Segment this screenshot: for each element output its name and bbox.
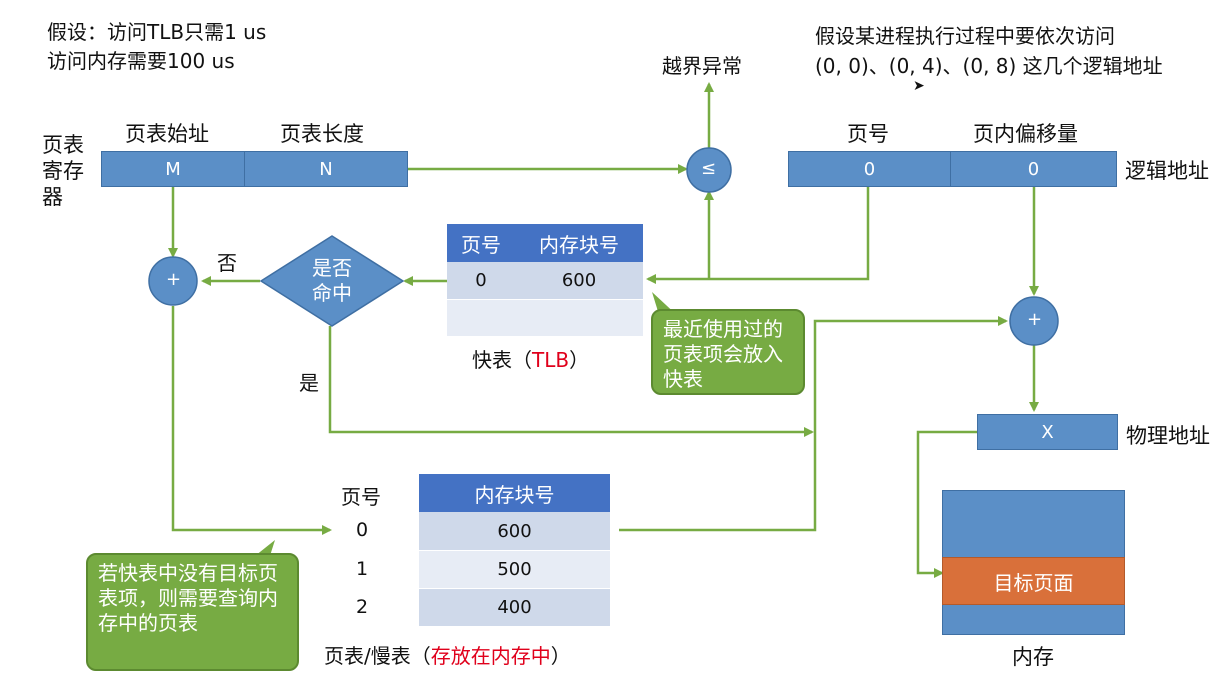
page-table-caption-prefix: 页表/慢表（ <box>324 644 431 668</box>
logical-page-box: 0 <box>788 151 951 187</box>
arrow-page-to-tlb <box>646 186 870 284</box>
page-table-start-box: M <box>101 151 245 187</box>
mouse-cursor-icon: ➤ <box>913 78 925 94</box>
physical-address-caption: 物理地址 <box>1126 424 1210 448</box>
tlb-row-block <box>515 299 643 336</box>
compare-node <box>686 147 732 193</box>
logical-page-label: 页号 <box>847 122 889 146</box>
tlb-row-page: 0 <box>447 262 515 299</box>
right-adder-symbol: + <box>1027 309 1043 330</box>
logical-offset-label: 页内偏移量 <box>973 122 1078 146</box>
memory-caption: 内存 <box>1012 645 1054 669</box>
hit-decision-diamond <box>259 235 405 327</box>
page-table-row-page: 1 <box>356 558 369 580</box>
page-table-row-page: 0 <box>356 519 369 541</box>
page-table-header-block: 内存块号 <box>419 474 610 512</box>
page-table-start-label: 页表始址 <box>125 122 209 146</box>
arrow-physical-to-memory <box>916 430 977 578</box>
out-of-bounds-label: 越界异常 <box>662 54 742 78</box>
arrow-block-to-adder <box>619 316 1008 532</box>
page-table-caption: 页表/慢表（存放在内存中） <box>324 640 571 669</box>
page-table-header-page: 页号 <box>341 485 381 509</box>
assumption-line2: 访问内存需要100 us <box>47 49 235 73</box>
tlb-header-block: 内存块号 <box>515 224 643 262</box>
scenario-line2: (0, 0)、(0, 4)、(0, 8) 这几个逻辑地址 <box>815 54 1163 78</box>
right-adder-node <box>1009 296 1059 346</box>
assumption-line1: 假设：访问TLB只需1 us <box>47 20 267 44</box>
page-table-row-block: 600 <box>419 512 610 550</box>
hit-decision-text: 是否命中 <box>312 256 352 305</box>
left-adder-symbol: + <box>166 269 182 290</box>
page-table-length-label: 页表长度 <box>280 122 364 146</box>
tlb-row-page <box>447 299 515 336</box>
tlb-caption-suffix: ） <box>569 348 590 372</box>
scenario-line1: 假设某进程执行过程中要依次访问 <box>815 24 1115 48</box>
tlb-header-page: 页号 <box>447 224 515 262</box>
compare-symbol: ≤ <box>701 158 717 179</box>
page-table-row-block: 400 <box>419 588 610 626</box>
arrow-hit-path <box>328 326 814 437</box>
tlb-caption: 快表（TLB） <box>472 344 589 373</box>
miss-label: 否 <box>217 251 237 275</box>
page-table-caption-highlight: 存放在内存中 <box>430 644 551 668</box>
page-table-row-page: 2 <box>356 596 369 618</box>
tlb-caption-highlight: TLB <box>532 348 570 372</box>
tlb-row-block: 600 <box>515 262 643 299</box>
logical-offset-box: 0 <box>950 151 1117 187</box>
page-table-length-box: N <box>244 151 408 187</box>
tlb-callout: 最近使用过的页表项会放入快表 <box>651 309 805 395</box>
target-page: 目标页面 <box>942 557 1125 605</box>
logical-address-caption: 逻辑地址 <box>1125 159 1209 183</box>
arrow-adder-to-page-table <box>171 306 332 535</box>
hit-label: 是 <box>299 371 319 395</box>
tlb-caption-prefix: 快表（ <box>472 348 532 372</box>
page-table-caption-suffix: ） <box>550 644 571 668</box>
left-adder-node <box>148 256 198 306</box>
miss-callout: 若快表中没有目标页表项，则需要查询内存中的页表 <box>86 553 299 671</box>
page-table-row-block: 500 <box>419 550 610 588</box>
physical-address-box: X <box>977 414 1118 450</box>
page-table-register-label: 页表寄存器 <box>42 133 84 209</box>
